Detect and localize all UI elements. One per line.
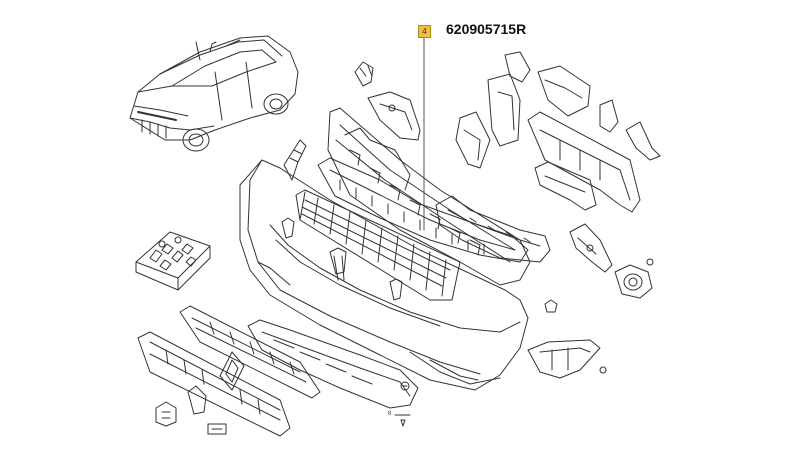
callout-4-part: [436, 196, 550, 262]
bolt-label: 8: [388, 411, 392, 417]
front-bumper-cover: [240, 160, 528, 390]
clip-fastener: [545, 300, 557, 312]
bolt: [395, 382, 410, 426]
lower-grille-mesh: [296, 190, 460, 300]
brand-logo-icon: [220, 352, 244, 390]
emblem-mount: [156, 386, 206, 426]
part-number-label[interactable]: 620905715R: [446, 21, 527, 37]
bumper-energy-absorber: [328, 108, 530, 285]
car-icon: [130, 36, 298, 151]
right-upper-brackets: [456, 52, 660, 168]
left-side-bracket: [284, 140, 306, 180]
lower-valance: [248, 320, 418, 408]
license-plate-bracket: [208, 424, 226, 434]
front-grille: [138, 332, 290, 436]
right-side-brackets: [528, 112, 640, 212]
clip-kit-box: [136, 232, 210, 290]
fog-lamp-bezel: [615, 259, 653, 298]
right-lower-bracket: [570, 224, 612, 272]
upper-radiator-grille: [180, 306, 320, 398]
upper-left-bracket: [355, 62, 420, 140]
bumper-reinforcement-beam: [318, 158, 528, 262]
callout-index-badge[interactable]: 4: [418, 25, 431, 38]
lower-right-bracket: [528, 340, 606, 378]
